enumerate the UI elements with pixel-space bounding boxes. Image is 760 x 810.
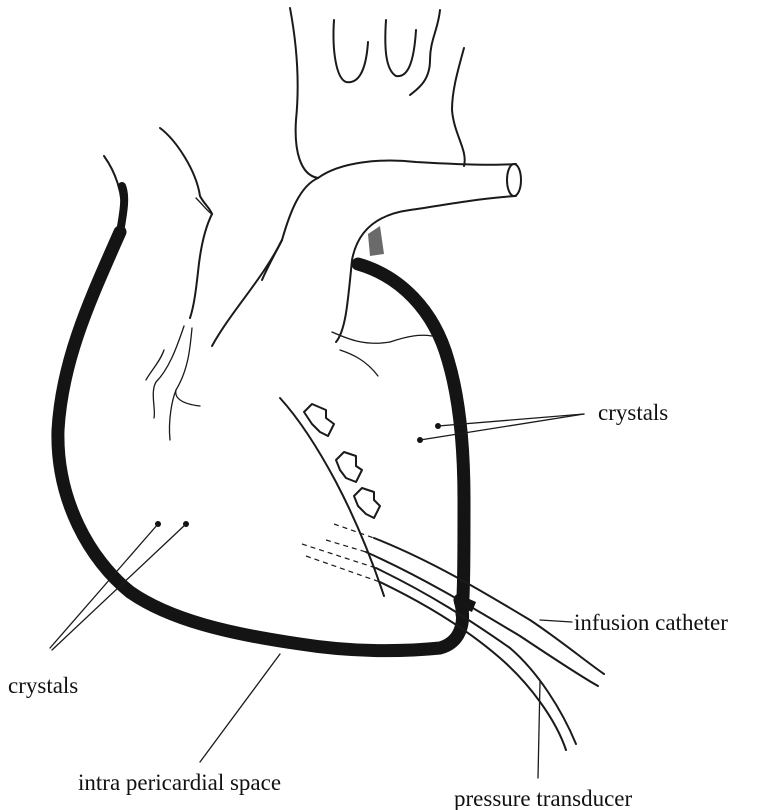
label-intra-pericardial-space: intra pericardial space <box>78 770 281 795</box>
label-pressure-transducer: pressure transducer <box>454 786 633 810</box>
septal-crystal-1 <box>304 404 334 436</box>
septal-crystal-2 <box>336 452 362 482</box>
septal-crystals <box>304 404 380 518</box>
infusion-catheter-line-2 <box>366 552 598 686</box>
great-vessels <box>212 161 521 346</box>
aortic-branches <box>290 8 465 178</box>
coronary-vessels <box>146 326 432 440</box>
label-infusion-catheter: infusion catheter <box>574 610 728 635</box>
text-labels: crystals infusion catheter crystals intr… <box>8 400 728 810</box>
shaded-region <box>368 226 384 256</box>
label-crystals-right: crystals <box>598 400 668 425</box>
septal-crystal-3 <box>354 488 380 518</box>
label-crystals-left: crystals <box>8 673 78 698</box>
